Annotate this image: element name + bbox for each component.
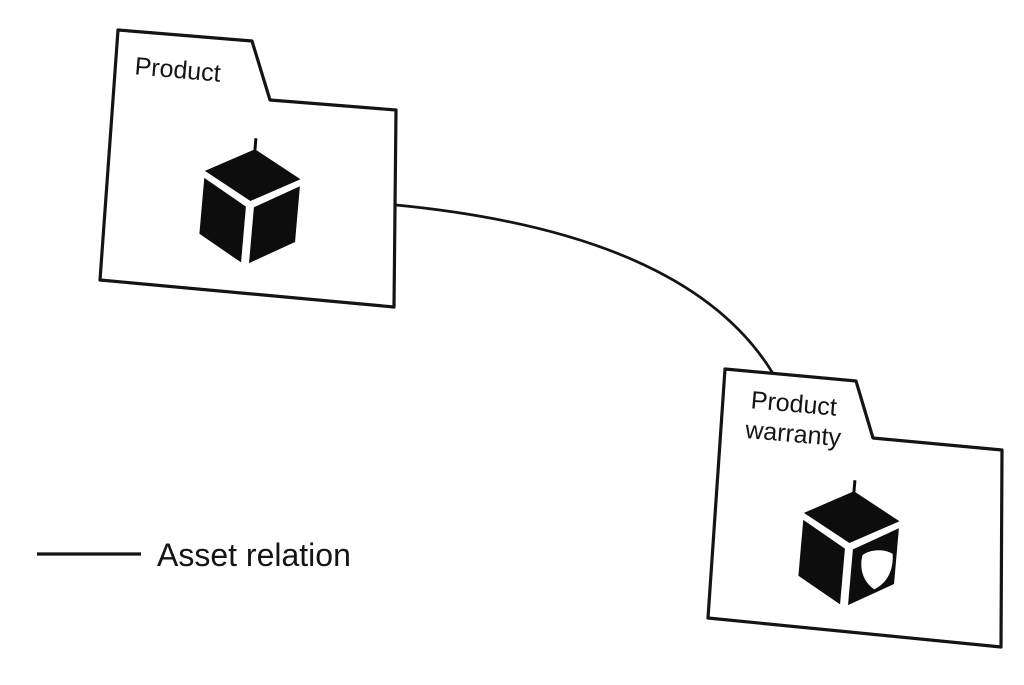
node-product-warranty: Product warranty <box>706 367 1004 649</box>
cube-left-face <box>199 177 246 263</box>
node-product: Product <box>98 28 398 309</box>
legend: Asset relation <box>37 537 351 573</box>
cube-top-face <box>204 149 301 202</box>
cube-top-spike <box>253 138 258 152</box>
cube-left-face <box>798 519 845 605</box>
cube-right-face <box>249 186 300 264</box>
cube-icon <box>199 138 301 264</box>
cube-top-spike <box>852 480 857 494</box>
cube-top-face <box>803 491 900 544</box>
legend-label: Asset relation <box>157 537 351 573</box>
asset-relation-edge <box>394 203 774 374</box>
cube-right-face-shield-cutout <box>848 528 899 606</box>
cube-shield-icon <box>798 480 900 606</box>
